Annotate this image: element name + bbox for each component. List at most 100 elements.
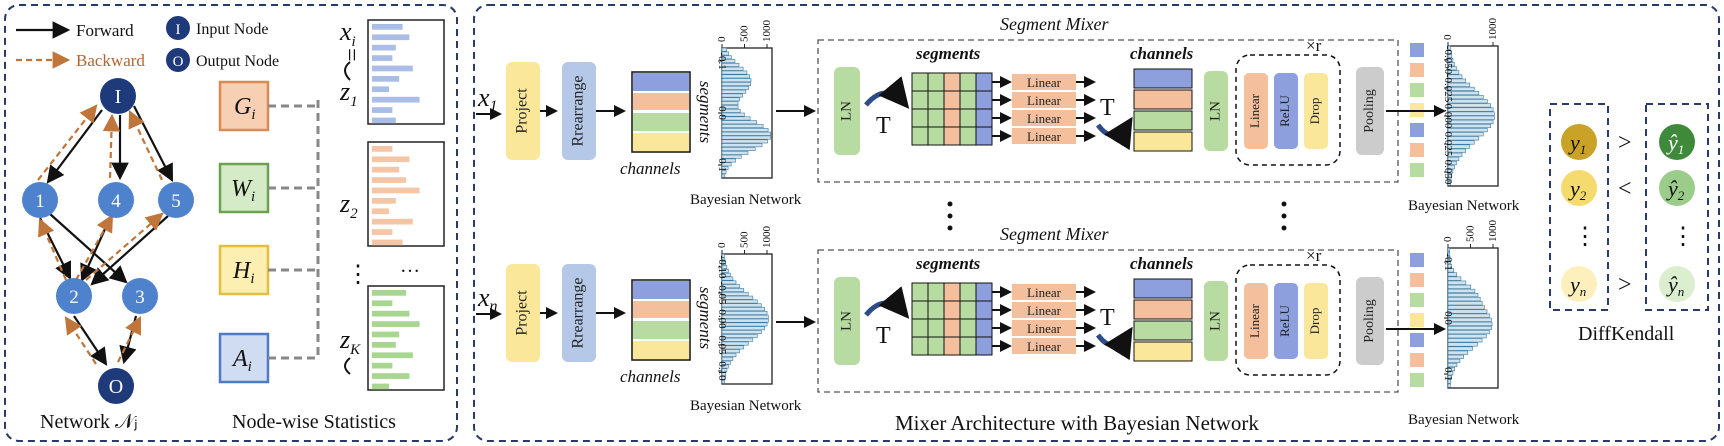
segment-cell bbox=[959, 126, 977, 146]
stat-bar bbox=[372, 373, 410, 379]
histogram-bar bbox=[1447, 321, 1493, 326]
linear-block bbox=[1012, 74, 1076, 90]
histogram-bar bbox=[1447, 70, 1460, 75]
segment-cell bbox=[927, 108, 945, 128]
histogram-bar bbox=[721, 272, 731, 277]
histogram-bar bbox=[721, 288, 745, 292]
histogram-bar bbox=[1447, 53, 1453, 59]
histogram-bar bbox=[1447, 132, 1484, 137]
segment-cell bbox=[959, 72, 977, 92]
svg-text:xi: xi bbox=[339, 17, 356, 50]
legend: Forward Backward I Input Node O Output N… bbox=[16, 16, 279, 72]
stat-bar bbox=[372, 342, 396, 348]
histogram-bar bbox=[721, 158, 736, 163]
histogram-bar bbox=[721, 154, 742, 159]
histogram-x-tick: 500 bbox=[1465, 225, 1477, 242]
stat-bar bbox=[372, 218, 413, 225]
channel-row bbox=[1133, 89, 1193, 110]
histogram-bar bbox=[1447, 169, 1454, 174]
stat-bar bbox=[372, 107, 393, 113]
node-1 bbox=[22, 182, 58, 218]
stat-box-w bbox=[218, 162, 270, 214]
histogram-bar bbox=[721, 147, 756, 151]
histogram-x-tick: 1000 bbox=[1487, 18, 1499, 41]
histogram-bar bbox=[721, 124, 764, 129]
ln-label: LN bbox=[838, 101, 854, 121]
segment-cell bbox=[943, 300, 961, 320]
histogram-bar bbox=[721, 299, 758, 304]
histogram-bar bbox=[721, 284, 740, 289]
histogram-bar bbox=[721, 360, 731, 365]
linear-label: Linear bbox=[1027, 93, 1062, 108]
histogram-bar bbox=[721, 112, 745, 117]
histogram-y-tick: -0.1 bbox=[716, 52, 728, 69]
histogram-x-tick: 500 bbox=[739, 25, 751, 42]
diffkendall-left-box bbox=[1549, 103, 1609, 311]
segments-label: segments bbox=[915, 254, 981, 273]
histogram-bar bbox=[1447, 251, 1451, 256]
histogram-bar bbox=[1447, 177, 1452, 182]
histogram-bar bbox=[1447, 288, 1476, 293]
mixer-caption: Mixer Architecture with Bayesian Network bbox=[895, 411, 1259, 435]
stat-bar bbox=[372, 146, 393, 152]
stat-bar bbox=[372, 177, 406, 183]
mlp-block bbox=[1244, 73, 1268, 149]
mlp-block bbox=[1274, 283, 1298, 359]
statistics-caption: Node-wise Statistics bbox=[232, 411, 396, 433]
svg-text:xn: xn bbox=[477, 283, 498, 315]
transpose-label: T bbox=[1100, 95, 1115, 121]
svg-text:⋮: ⋮ bbox=[1573, 224, 1597, 250]
channels-label: channels bbox=[1130, 254, 1194, 273]
svg-text:y1: y1 bbox=[1568, 130, 1586, 157]
linear-label: Linear bbox=[1027, 111, 1062, 126]
transpose-label: T bbox=[876, 323, 891, 349]
stat-box-a bbox=[218, 332, 270, 384]
svg-text:I: I bbox=[115, 86, 122, 108]
histogram-y-tick: -0.10 bbox=[716, 256, 728, 279]
svg-text:Rrearrange: Rrearrange bbox=[570, 75, 587, 146]
histogram-bar bbox=[1447, 301, 1483, 306]
histogram-bar bbox=[1447, 371, 1454, 376]
svg-text:⋮: ⋮ bbox=[346, 262, 370, 288]
histogram-y-tick: 0.00 bbox=[716, 309, 728, 329]
bayesian-network-label: Bayesian Network bbox=[1408, 198, 1520, 214]
transpose-arrow bbox=[1095, 326, 1133, 361]
histogram-bar bbox=[721, 89, 747, 94]
segment-cell bbox=[975, 336, 993, 356]
histogram-bar bbox=[721, 150, 749, 155]
channels-label: channels bbox=[1130, 44, 1194, 63]
svg-text:ŷ1: ŷ1 bbox=[1666, 130, 1684, 157]
histogram-x-tick: 0 bbox=[716, 242, 728, 248]
histogram-bar bbox=[721, 307, 765, 312]
histogram-bar bbox=[1447, 128, 1488, 133]
project-block-top bbox=[506, 62, 540, 160]
svg-text:z2: z2 bbox=[339, 189, 358, 222]
rearrange-block-bottom bbox=[562, 264, 596, 362]
svg-text:>: > bbox=[1618, 130, 1632, 156]
z-labels: xi = z1 z2 ⋮ zK bbox=[338, 17, 370, 375]
transpose-arrow bbox=[864, 76, 910, 109]
stat-bar bbox=[372, 362, 393, 369]
histogram-bar bbox=[721, 372, 727, 377]
mlp-label: Drop bbox=[1307, 98, 1322, 125]
pooled-token bbox=[1410, 43, 1424, 57]
histogram-bar bbox=[721, 166, 729, 171]
stat-bar bbox=[372, 187, 420, 194]
channel-row bbox=[1133, 131, 1193, 152]
svg-text:ŷ2: ŷ2 bbox=[1666, 176, 1685, 203]
histogram-bar bbox=[721, 376, 726, 380]
histogram-bar bbox=[1447, 313, 1490, 318]
node-output bbox=[98, 368, 134, 404]
histogram-bar bbox=[1447, 165, 1455, 170]
histogram-bar bbox=[1447, 99, 1488, 104]
histogram-bar bbox=[721, 116, 751, 121]
segment-cell bbox=[911, 336, 929, 356]
segment-cell bbox=[959, 318, 977, 338]
histogram-bar bbox=[721, 66, 744, 71]
histogram-bar bbox=[1447, 103, 1491, 108]
histogram-bar bbox=[1447, 148, 1466, 153]
channel-row bbox=[1133, 341, 1193, 362]
pooling-label: Pooling bbox=[1362, 89, 1377, 133]
histogram-bar bbox=[1447, 136, 1480, 141]
svg-text:4: 4 bbox=[111, 191, 121, 212]
